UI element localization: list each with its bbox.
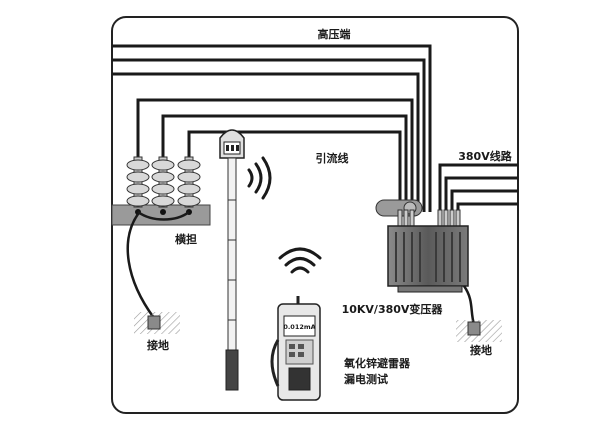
label-tester-line2: 漏电测试: [344, 372, 388, 386]
wireless-signal-icon-tester: [278, 247, 322, 274]
arrester-left: [126, 156, 150, 215]
label-crossarm: 横担: [175, 232, 197, 246]
label-transformer: 10KV/380V变压器: [342, 302, 444, 316]
current-clamp: [219, 129, 245, 159]
label-lead-wire: 引流线: [316, 151, 349, 165]
meter-reading: 0.012mA: [283, 323, 315, 331]
ground-right: [456, 320, 502, 342]
label-high-voltage-end: 高压端: [318, 27, 351, 41]
leakage-tester-device: [270, 296, 321, 401]
arrester-middle: [151, 156, 175, 215]
ground-wire-right: [462, 285, 476, 325]
line-380v-wires: [438, 163, 518, 212]
label-tester-line1: 氧化锌避雷器: [343, 356, 411, 370]
crossarm: [111, 204, 211, 226]
label-ground-right: 接地: [470, 343, 492, 357]
wireless-signal-icon-clamp: [247, 156, 272, 200]
arrester-right: [177, 156, 201, 215]
label-380v-line: 380V线路: [458, 149, 512, 163]
insulated-pole: [225, 157, 239, 391]
ground-left: [134, 312, 180, 334]
ground-wire-left: [126, 210, 190, 319]
high-voltage-lines: [112, 44, 432, 212]
label-ground-left: 接地: [147, 338, 169, 352]
transformer: [375, 199, 469, 293]
